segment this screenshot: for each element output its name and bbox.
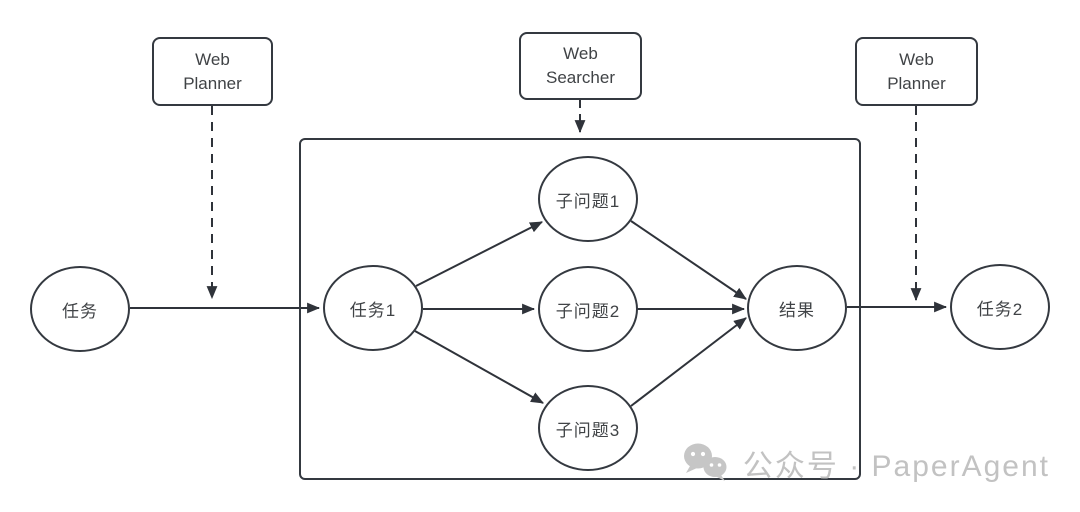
node-task: 任务 (30, 266, 130, 352)
node-sub2: 子问题2 (538, 266, 638, 352)
box-web-planner-left: Web Planner (152, 37, 273, 106)
box-web-searcher: Web Searcher (519, 32, 642, 100)
node-task2: 任务2 (950, 264, 1050, 350)
watermark-text: 公众号 · PaperAgent (742, 450, 1050, 483)
watermark: 公众号 · PaperAgent (681, 441, 1050, 485)
wechat-icon (681, 442, 731, 484)
box-web-planner-right: Web Planner (855, 37, 978, 106)
edge-sub1-to-result (630, 220, 747, 300)
node-sub1: 子问题1 (538, 156, 638, 242)
edge-sub3-to-result (630, 317, 747, 407)
task-group-container (299, 138, 861, 480)
edge-task1-to-sub1 (415, 221, 543, 287)
node-sub3: 子问题3 (538, 385, 638, 471)
node-task1: 任务1 (323, 265, 423, 351)
edge-task1-to-sub3 (414, 330, 544, 404)
node-result: 结果 (747, 265, 847, 351)
